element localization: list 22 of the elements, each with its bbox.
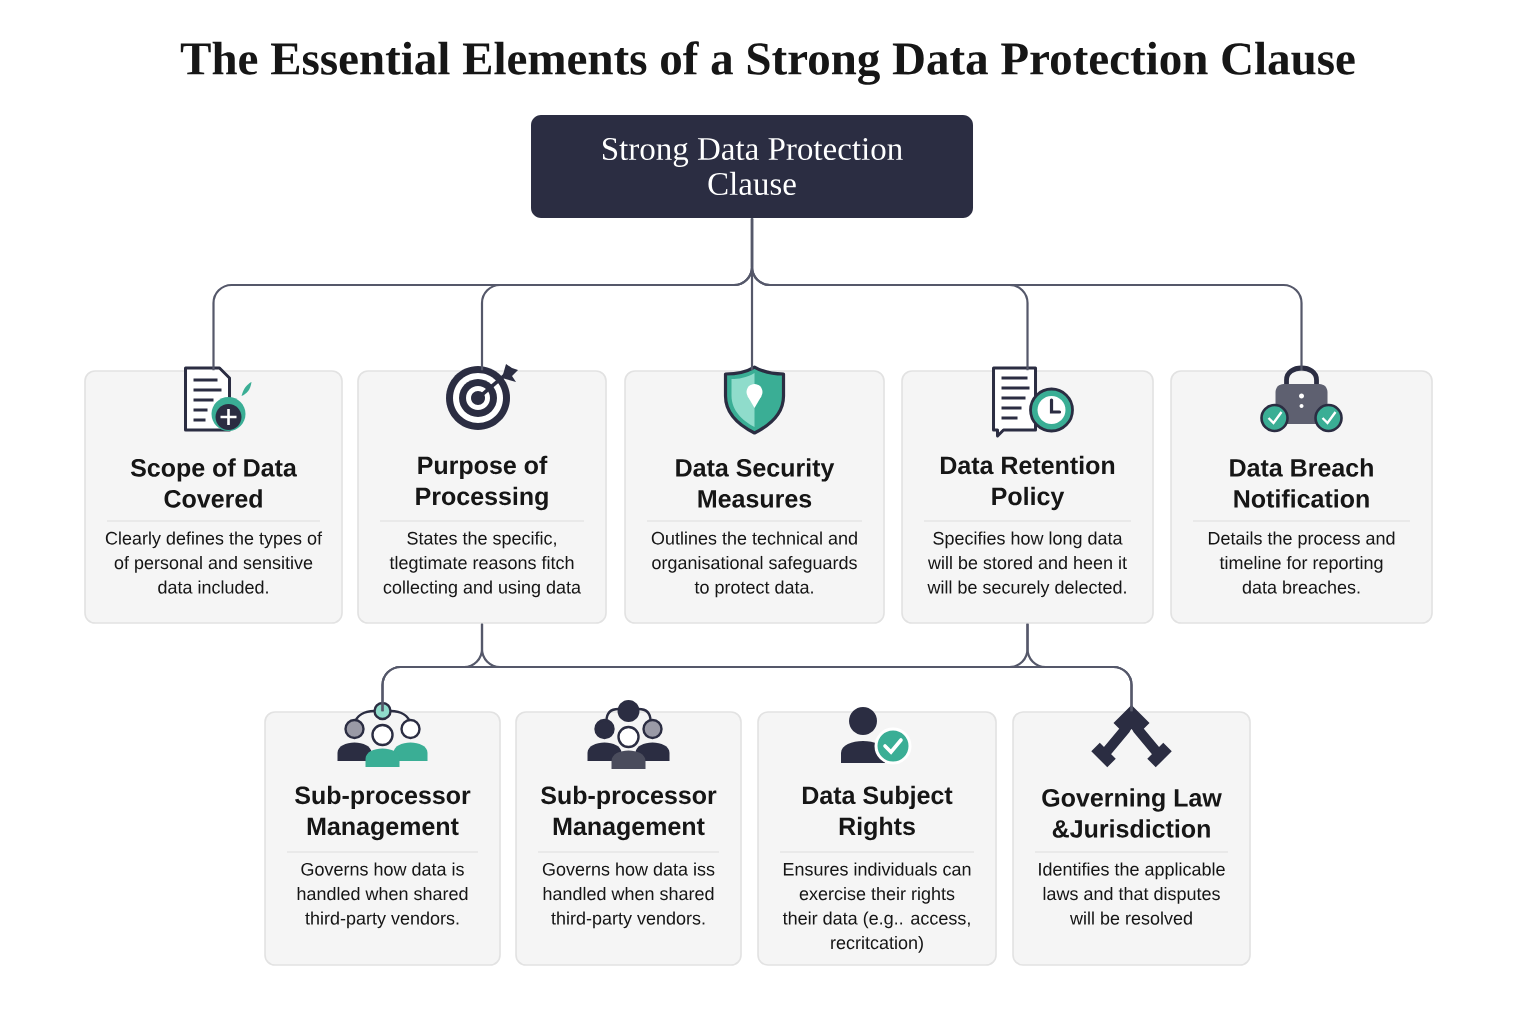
card-text: Clearly defines the types of of personal and sensitive data included. <box>105 531 323 594</box>
card-title: Purpose of Processing <box>416 455 548 511</box>
connector-line <box>1026 623 1133 712</box>
connector-line <box>750 218 1303 371</box>
card-text: Ensures individuals can exercise their rights their data (e.g.. access, recritcation) <box>782 862 971 953</box>
card-title: Scope of Data Covered <box>130 458 297 508</box>
card-title: Sub-processor Management <box>295 785 471 841</box>
title: The Essential Elements of a Strong Data Protection Clause <box>180 41 1355 85</box>
card-title: Sub-processor Management <box>541 785 717 841</box>
card-text: States the specific, tlegtimate reasons fitch collecting and using data <box>383 531 582 598</box>
card-text: Governs how data is handled when shared third-party vendors. <box>297 862 468 929</box>
card-title: Data Breach Notification <box>1230 458 1373 508</box>
card-text: Outlines the technical and organisational safeguards to protect data. <box>651 531 857 598</box>
card-title: Data Subject Rights <box>802 785 953 841</box>
card-text: Details the process and timeline for reporting data breaches. <box>1208 531 1395 594</box>
card-title: Data Security Measures <box>676 458 835 508</box>
card-title: Governing Law &Jurisdiction <box>1042 788 1222 838</box>
header-box: Strong Data Protection Clause <box>531 115 973 218</box>
card-text: Governs how data iss handled when shared third-party vendors. <box>542 862 715 929</box>
card-text: Specifies how long data will be stored and heen it will be securely delected. <box>927 531 1127 598</box>
card-text: Identifies the applicable laws and that disputes will be resolved <box>1039 862 1225 925</box>
card-title: Data Retention Policy <box>940 455 1115 511</box>
